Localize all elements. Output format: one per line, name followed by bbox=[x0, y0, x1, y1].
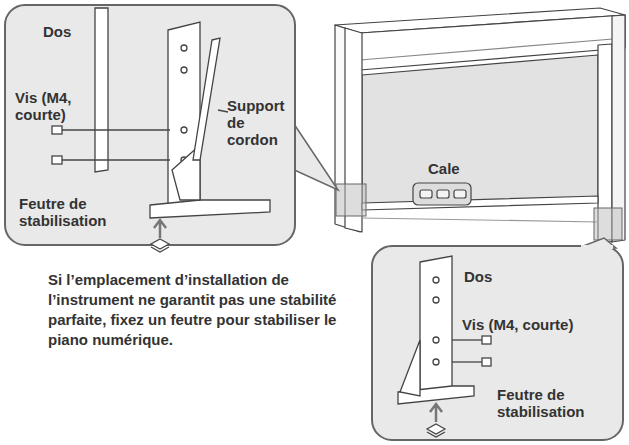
up-arrow bbox=[430, 404, 442, 422]
callout-bubble: DosVis (M4, courte) Feutre de stabilisati… bbox=[372, 246, 623, 440]
callout-bubble bbox=[372, 246, 623, 440]
note-text: Si l’emplacement d’installation de l’ins… bbox=[48, 270, 338, 350]
up-arrow bbox=[154, 220, 166, 238]
felt-icon bbox=[151, 239, 169, 252]
callout-bubble: DosVis (M4, courte) Support de cordonFeut… bbox=[5, 5, 295, 245]
part-label: Dos bbox=[464, 268, 524, 285]
callout-bubble bbox=[5, 5, 295, 245]
felt-icon bbox=[427, 424, 445, 437]
callout-pointer bbox=[578, 238, 616, 248]
part-label: Vis (M4, courte) bbox=[462, 316, 614, 333]
part-label: Dos bbox=[43, 23, 103, 40]
part-label: Cale bbox=[428, 160, 488, 177]
callout-pointer bbox=[290, 118, 338, 190]
piano bbox=[335, 8, 625, 242]
part-label: Support de cordon bbox=[227, 97, 289, 148]
part-label: Feutre de stabilisation bbox=[497, 386, 617, 420]
callout-frame bbox=[336, 184, 366, 216]
part-label: Vis (M4, courte) bbox=[15, 89, 120, 123]
part-label: Feutre de stabilisation bbox=[19, 195, 147, 229]
callout-frame bbox=[594, 208, 622, 240]
